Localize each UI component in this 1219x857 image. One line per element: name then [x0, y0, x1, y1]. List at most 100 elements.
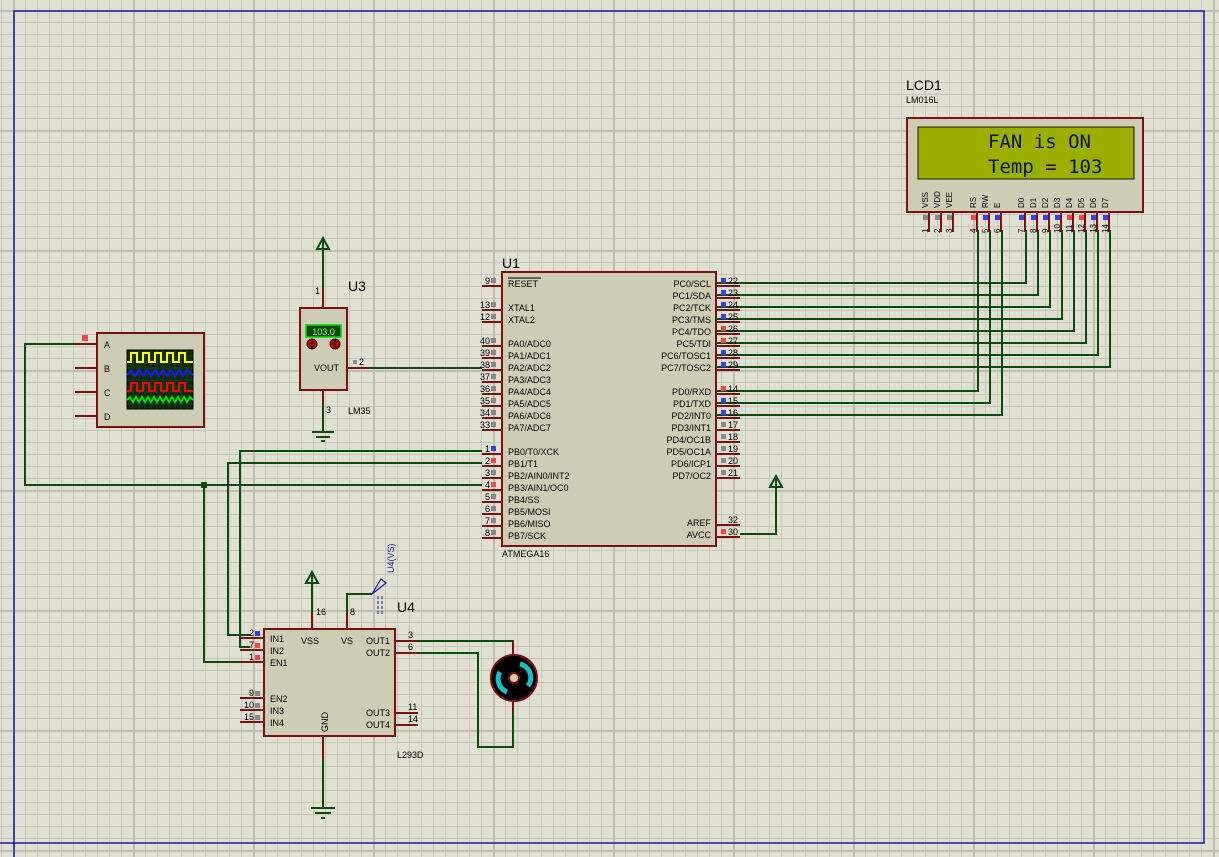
mcu-pin-label: PD5/OC1A — [666, 447, 711, 457]
l293d-pin-number: 6 — [408, 642, 413, 652]
lcd-pin-label: D6 — [1089, 197, 1098, 208]
pin-state-indicator — [721, 529, 726, 534]
pin-state-indicator — [721, 326, 726, 331]
mcu-pin-number: 15 — [728, 396, 738, 406]
l293d-pin-number: 11 — [408, 702, 417, 712]
pin-state-indicator — [1019, 215, 1024, 220]
arrow-down-icon — [309, 340, 315, 349]
mcu-pin-label: AREF — [687, 518, 712, 528]
wire-pb0-in1 — [227, 462, 482, 636]
lcd-pin-number: 1 — [921, 228, 930, 233]
mcu-pin-number: 36 — [480, 384, 490, 394]
lm35-pin-2: 2 — [359, 357, 364, 367]
mcu-pin-number: 29 — [728, 360, 738, 370]
wire-pc7-d7 — [716, 230, 1111, 368]
dc-motor-component[interactable] — [490, 641, 538, 712]
lcd-pin-label: E — [993, 203, 1002, 208]
probe-icon — [371, 578, 387, 595]
mcu-pin-label: PD2/INT0 — [671, 411, 711, 421]
power-terminal-l293d — [304, 569, 320, 584]
lm35-component[interactable]: U3 1 103.0 VOUT 2 3 LM35 — [299, 278, 371, 416]
pin-state-indicator — [983, 215, 988, 220]
temp-up-button[interactable] — [329, 338, 341, 350]
mcu-pin-number: 7 — [485, 516, 490, 526]
pin-state-indicator — [721, 278, 726, 283]
l293d-pin-number: 2 — [249, 628, 254, 638]
lcd-pin-number: 5 — [981, 228, 990, 233]
mcu-pin-label: PB1/T1 — [508, 459, 538, 469]
lm35-part-label: LM35 — [348, 406, 371, 416]
pin-state-indicator — [721, 398, 726, 403]
mcu-pin-label: AVCC — [687, 530, 712, 540]
lcd-pin-label: D3 — [1053, 197, 1062, 208]
lcd-pin-number: 6 — [993, 228, 1002, 233]
mcu-pin-label: PA2/ADC2 — [508, 363, 551, 373]
l293d-pin-number: 7 — [249, 640, 254, 650]
pin-state-indicator — [1079, 215, 1084, 220]
mcu-pin-number: 8 — [485, 528, 490, 538]
wire-pd1-rw — [716, 230, 991, 404]
l293d-pin-number: 15 — [244, 712, 254, 722]
pin-state-indicator — [491, 386, 496, 391]
lcd-line-1: FAN is ON — [988, 131, 1091, 153]
mcu-pin-label: XTAL2 — [508, 315, 535, 325]
mcu-pin-number: 16 — [728, 408, 738, 418]
pin-state-indicator — [491, 350, 496, 355]
oscilloscope-channel-label: C — [104, 388, 111, 398]
pin-state-indicator — [491, 470, 496, 475]
mcu-pin-number: 12 — [480, 312, 490, 322]
pin-state-indicator — [491, 362, 496, 367]
pin-state-indicator — [721, 350, 726, 355]
pin-state-indicator — [491, 530, 496, 535]
pin-state-indicator — [935, 215, 940, 220]
temp-down-button[interactable] — [306, 338, 318, 350]
lcd-screen — [917, 126, 1135, 180]
mcu-pin-label: PB0/T0/XCK — [508, 447, 559, 457]
mcu-pin-label: RESET — [508, 279, 539, 289]
l293d-pin-label: IN1 — [270, 634, 284, 644]
wire-pc2-d2 — [716, 230, 1051, 308]
mcu-right-pins: 22PC0/SCL23PC1/SDA24PC2/TCK25PC3/TMS26PC… — [661, 276, 740, 540]
pin-state-indicator — [947, 215, 952, 220]
mcu-pin-number: 38 — [480, 360, 490, 370]
l293d-pin-label: OUT2 — [366, 648, 390, 658]
lcd-pin-label: RW — [981, 194, 990, 208]
lcd-pins: 1VSS2VDD3VEE4RS5RW6E7D08D19D210D311D412D… — [921, 191, 1110, 233]
wire-pb1-in2 — [239, 450, 482, 648]
lcd-pin-number: 12 — [1077, 224, 1086, 233]
l293d-ref-label: U4 — [397, 599, 415, 615]
lcd-part-label: LM016L — [906, 95, 939, 105]
arrow-up-icon — [332, 339, 338, 348]
mcu-pin-label: XTAL1 — [508, 303, 535, 313]
pin-state-indicator — [721, 386, 726, 391]
mcu-pin-number: 5 — [485, 492, 490, 502]
mcu-pin-label: PA1/ADC1 — [508, 351, 551, 361]
pin-state-indicator — [255, 643, 260, 648]
l293d-pin-label: EN1 — [270, 658, 288, 668]
l293d-component[interactable]: U4 L293D 16 8 VSS VS GND 2IN17IN21EN19EN… — [240, 543, 424, 760]
pin-state-indicator — [1091, 215, 1096, 220]
pin-state-indicator — [491, 374, 496, 379]
pin-state-indicator — [491, 410, 496, 415]
mcu-pin-number: 35 — [480, 396, 490, 406]
lcd-pin-label: VSS — [921, 192, 930, 208]
pin-state-indicator — [971, 215, 976, 220]
lm35-ref-label: U3 — [348, 278, 366, 294]
mcu-pin-label: PD3/INT1 — [671, 423, 711, 433]
pin-state-indicator — [721, 422, 726, 427]
wire-avcc-power — [740, 480, 777, 535]
l293d-vss-label: VSS — [301, 636, 319, 646]
lcd-component[interactable]: LCD1 LM016L FAN is ON Temp = 103 1VSS2VD… — [906, 77, 1144, 233]
wire-pc5-d5 — [716, 230, 1087, 344]
lcd-pin-number: 8 — [1029, 228, 1038, 233]
voltage-probe[interactable]: U4(VS) — [371, 543, 396, 615]
mcu-pin-number: 19 — [728, 444, 738, 454]
trace-a — [127, 352, 193, 363]
mcu-pin-label: PB6/MISO — [508, 519, 551, 529]
lcd-pin-label: D2 — [1041, 197, 1050, 208]
pin-state-indicator — [491, 482, 496, 487]
trace-d — [126, 395, 194, 404]
